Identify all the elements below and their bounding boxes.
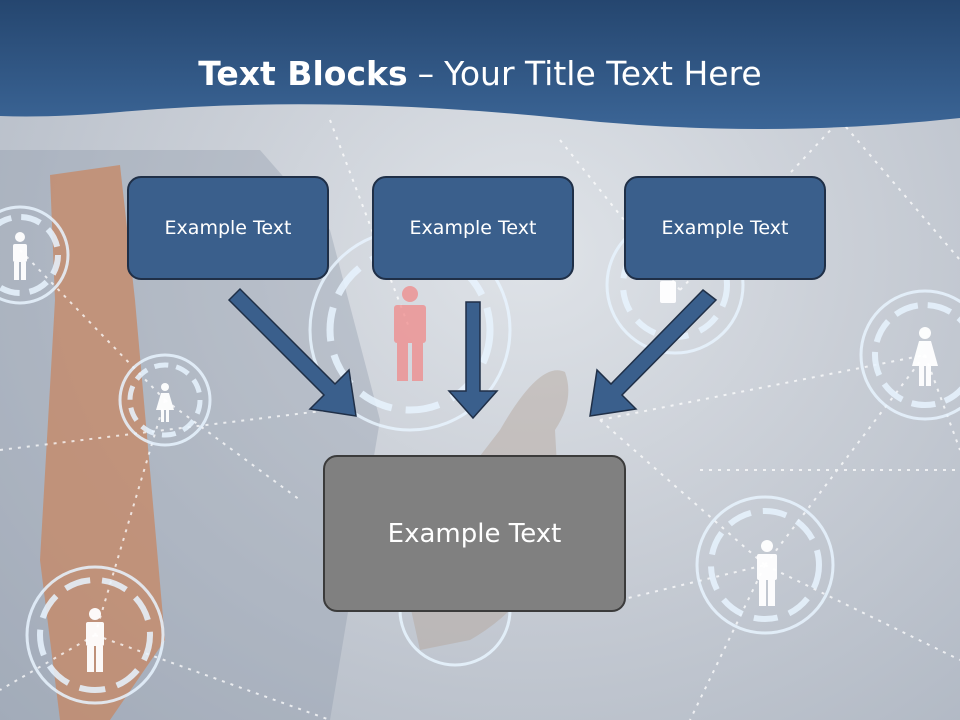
woman-icon (912, 327, 938, 386)
down-arrow-icon (447, 301, 499, 420)
text-block-1-label: Example Text (164, 217, 292, 239)
down-arrow-icon (227, 287, 357, 417)
title-rest: Your Title Text Here (444, 54, 762, 93)
text-block-3-label: Example Text (661, 217, 789, 239)
person-icon (86, 608, 104, 672)
person-icon (757, 540, 777, 606)
title-bold: Text Blocks (198, 54, 408, 93)
woman-icon (156, 383, 174, 422)
slide-title: Text Blocks–Your Title Text Here (0, 52, 960, 96)
header-band (0, 0, 960, 129)
person-icon (660, 281, 676, 303)
down-arrow-icon (589, 288, 718, 417)
text-block-1[interactable]: Example Text (127, 176, 329, 280)
text-block-2-label: Example Text (409, 217, 537, 239)
person-icon (394, 286, 426, 381)
target-text-block-label: Example Text (387, 518, 562, 549)
person-icon (13, 232, 27, 280)
title-dash: – (417, 54, 435, 93)
text-block-2[interactable]: Example Text (372, 176, 574, 280)
text-block-3[interactable]: Example Text (624, 176, 826, 280)
target-text-block[interactable]: Example Text (323, 455, 626, 612)
